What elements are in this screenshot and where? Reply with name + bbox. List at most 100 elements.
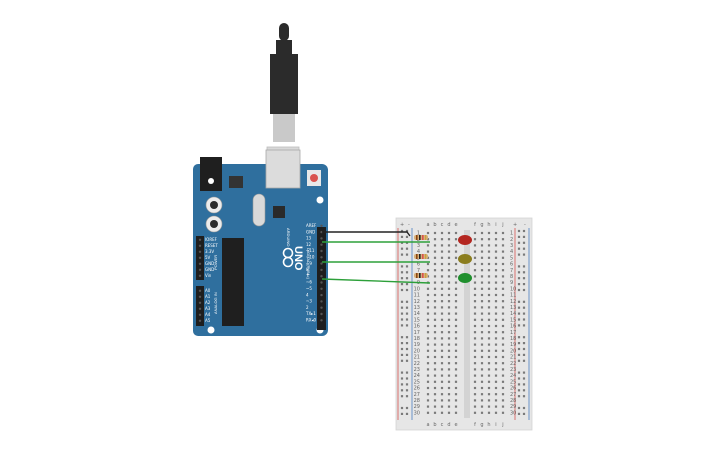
breadboard-hole[interactable] (501, 399, 505, 402)
breadboard-hole[interactable] (501, 275, 505, 278)
breadboard-hole[interactable] (426, 374, 430, 377)
breadboard-hole[interactable] (480, 318, 484, 321)
breadboard-hole[interactable] (473, 262, 477, 266)
breadboard-hole[interactable] (426, 238, 430, 241)
rail-hole[interactable] (400, 359, 404, 362)
breadboard-hole[interactable] (426, 287, 430, 290)
breadboard-hole[interactable] (440, 362, 444, 365)
breadboard-hole[interactable] (447, 269, 451, 272)
digital-pin[interactable] (320, 256, 323, 259)
breadboard-hole[interactable] (447, 287, 451, 290)
breadboard-hole[interactable] (473, 368, 477, 371)
rail-hole[interactable] (400, 336, 404, 339)
rail-hole[interactable] (405, 312, 409, 315)
rail-hole[interactable] (405, 383, 409, 386)
rail-hole[interactable] (405, 371, 409, 374)
rail-hole[interactable] (400, 300, 404, 303)
breadboard-hole[interactable] (501, 411, 505, 414)
breadboard-hole[interactable] (480, 331, 484, 334)
rail-hole[interactable] (405, 342, 409, 345)
rail-hole[interactable] (517, 383, 521, 386)
breadboard-hole[interactable] (447, 331, 451, 334)
breadboard-hole[interactable] (487, 244, 491, 247)
breadboard-hole[interactable] (454, 331, 458, 334)
rail-hole[interactable] (517, 253, 521, 256)
breadboard-hole[interactable] (473, 399, 477, 402)
breadboard-hole[interactable] (480, 244, 484, 247)
breadboard-hole[interactable] (433, 343, 437, 346)
breadboard-hole[interactable] (487, 374, 491, 377)
breadboard-hole[interactable] (501, 262, 505, 266)
breadboard-hole[interactable] (473, 362, 477, 365)
rail-hole[interactable] (400, 312, 404, 315)
breadboard-hole[interactable] (433, 405, 437, 408)
breadboard-hole[interactable] (501, 386, 505, 390)
rail-hole[interactable] (522, 389, 526, 392)
rail-hole[interactable] (405, 288, 409, 292)
rail-hole[interactable] (405, 300, 409, 303)
gnd-wire[interactable] (322, 231, 411, 237)
analog-pin[interactable] (198, 301, 202, 304)
breadboard-hole[interactable] (454, 386, 458, 390)
breadboard-hole[interactable] (487, 312, 491, 315)
breadboard-hole[interactable] (433, 368, 437, 371)
digital-pin[interactable] (320, 275, 323, 278)
breadboard-hole[interactable] (494, 281, 498, 284)
breadboard-hole[interactable] (426, 312, 430, 315)
breadboard-hole[interactable] (480, 231, 484, 235)
breadboard-hole[interactable] (426, 337, 430, 340)
rail-hole[interactable] (405, 359, 409, 362)
breadboard-hole[interactable] (494, 312, 498, 315)
rail-hole[interactable] (400, 247, 404, 250)
breadboard-hole[interactable] (440, 231, 444, 235)
rail-hole[interactable] (405, 318, 409, 321)
breadboard-hole[interactable] (447, 238, 451, 241)
digital-pin[interactable] (320, 224, 323, 227)
breadboard-hole[interactable] (454, 405, 458, 408)
breadboard-hole[interactable] (454, 262, 458, 266)
rail-hole[interactable] (405, 241, 409, 244)
rail-hole[interactable] (517, 300, 521, 303)
power-pin[interactable] (198, 262, 202, 265)
breadboard-hole[interactable] (480, 405, 484, 408)
breadboard-hole[interactable] (473, 269, 477, 272)
breadboard-hole[interactable] (487, 362, 491, 365)
breadboard-hole[interactable] (440, 331, 444, 334)
breadboard-hole[interactable] (426, 343, 430, 346)
breadboard-hole[interactable] (501, 393, 505, 396)
breadboard-hole[interactable] (487, 231, 491, 235)
rail-hole[interactable] (405, 277, 409, 280)
breadboard-hole[interactable] (454, 269, 458, 272)
breadboard-hole[interactable] (433, 324, 437, 328)
breadboard-hole[interactable] (501, 362, 505, 365)
breadboard-hole[interactable] (501, 355, 505, 359)
breadboard-hole[interactable] (440, 287, 444, 290)
breadboard-hole[interactable] (447, 343, 451, 346)
breadboard-hole[interactable] (480, 238, 484, 241)
breadboard-hole[interactable] (447, 386, 451, 390)
breadboard-hole[interactable] (480, 411, 484, 414)
breadboard-hole[interactable] (447, 405, 451, 408)
breadboard-hole[interactable] (447, 275, 451, 278)
breadboard-hole[interactable] (440, 368, 444, 371)
breadboard-hole[interactable] (487, 368, 491, 371)
breadboard-hole[interactable] (440, 411, 444, 414)
breadboard-hole[interactable] (480, 374, 484, 377)
rail-hole[interactable] (405, 412, 409, 415)
breadboard-hole[interactable] (487, 287, 491, 290)
rail-hole[interactable] (522, 306, 526, 309)
breadboard-hole[interactable] (433, 244, 437, 247)
breadboard-hole[interactable] (426, 300, 430, 303)
breadboard-hole[interactable] (454, 374, 458, 377)
analog-pin[interactable] (198, 319, 202, 322)
rail-hole[interactable] (517, 336, 521, 339)
breadboard-hole[interactable] (454, 231, 458, 235)
breadboard-hole[interactable] (447, 393, 451, 396)
breadboard-hole[interactable] (501, 281, 505, 284)
rail-hole[interactable] (517, 271, 521, 274)
breadboard-hole[interactable] (501, 231, 505, 235)
breadboard-hole[interactable] (440, 306, 444, 309)
breadboard-hole[interactable] (447, 349, 451, 352)
breadboard-hole[interactable] (487, 337, 491, 340)
